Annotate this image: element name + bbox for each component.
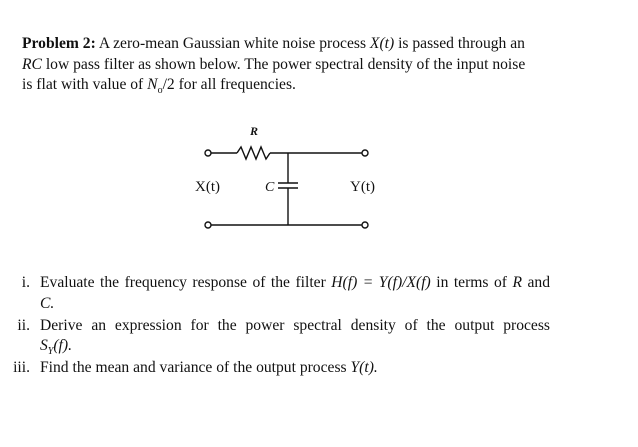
input-label: X(t) [195,179,220,195]
problem-line-2: RC low pass filter as shown below. The p… [22,55,526,73]
problem-line-3: is flat with value of No/2 for all frequ… [22,76,296,97]
resistor [236,145,271,161]
output-terminal-bottom [361,221,369,229]
input-process-symbol: X(t) [369,35,395,52]
resistor-label: R [249,124,258,138]
question-2: ii. Derive an expression for the power s… [0,316,638,358]
problem-line-1: Problem 2: A zero-mean Gaussian white no… [22,35,525,52]
question-text: Evaluate the frequency response of the f… [40,274,551,312]
question-number: ii. [17,316,30,334]
input-terminal-bottom [204,221,212,229]
problem-statement: Problem 2: A zero-mean Gaussian white no… [22,34,582,102]
output-terminal-top [361,149,369,157]
question-list: i. Evaluate the frequency response of th… [0,273,638,381]
question-text: Derive an expression for the power spect… [40,316,550,358]
rc-circuit-diagram: R C X(t) Y(t) [195,124,375,229]
output-label: Y(t) [350,179,375,195]
input-terminal-top [204,149,212,157]
question-1: i. Evaluate the frequency response of th… [0,273,638,314]
question-number: iii. [13,359,30,376]
question-number: i. [21,274,30,291]
question-3: iii. Find the mean and variance of the o… [0,358,638,379]
question-text: Find the mean and variance of the output… [40,359,378,376]
problem-label: Problem 2: [22,35,96,52]
capacitor-label: C [265,180,275,195]
